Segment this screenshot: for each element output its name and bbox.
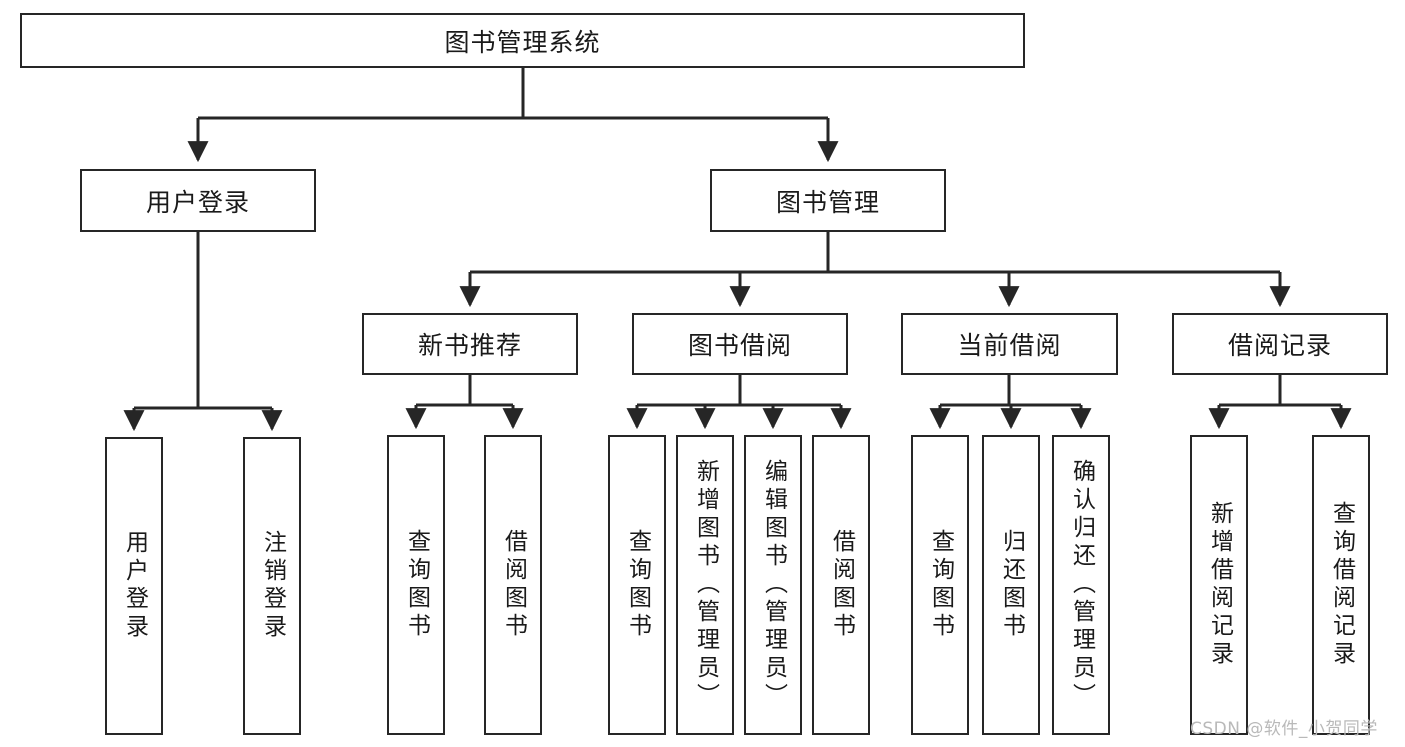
leaf-return-book[interactable]: 归还图书 — [982, 435, 1040, 735]
node-label: 新书推荐 — [417, 331, 522, 360]
node-label: 借阅记录 — [1227, 331, 1332, 360]
leaf-confirm-return-admin[interactable]: 确认归还（管理员） — [1052, 435, 1110, 735]
node-label: 图书借阅 — [687, 331, 792, 360]
node-label: 查询图书 — [927, 529, 954, 641]
leaf-query-book-recommend[interactable]: 查询图书 — [387, 435, 445, 735]
leaf-edit-book-admin[interactable]: 编辑图书（管理员） — [744, 435, 802, 735]
leaf-query-book-current[interactable]: 查询图书 — [911, 435, 969, 735]
node-label: 查询图书 — [403, 529, 430, 641]
leaf-borrow-book[interactable]: 借阅图书 — [812, 435, 870, 735]
node-new-book-recommend[interactable]: 新书推荐 — [362, 313, 578, 375]
node-label: 用户登录 — [121, 530, 148, 642]
leaf-add-book-admin[interactable]: 新增图书（管理员） — [676, 435, 734, 735]
node-borrow-record[interactable]: 借阅记录 — [1172, 313, 1388, 375]
node-user-login[interactable]: 用户登录 — [80, 169, 316, 232]
node-label: 查询借阅记录 — [1328, 501, 1355, 669]
leaf-logout[interactable]: 注销登录 — [243, 437, 301, 735]
node-label: 用户登录 — [145, 187, 250, 217]
node-label: 图书管理系统 — [444, 27, 601, 57]
node-label: 查询图书 — [624, 529, 651, 641]
node-label: 借阅图书 — [828, 529, 855, 641]
node-label: 新增借阅记录 — [1206, 501, 1233, 669]
node-root[interactable]: 图书管理系统 — [20, 13, 1025, 68]
node-book-management[interactable]: 图书管理 — [710, 169, 946, 232]
node-label: 借阅图书 — [500, 529, 527, 641]
node-label: 确认归还（管理员） — [1068, 459, 1095, 711]
csdn-watermark: CSDN @软件_小贺同学 — [1190, 719, 1378, 739]
node-label: 编辑图书（管理员） — [760, 459, 787, 711]
node-label: 新增图书（管理员） — [692, 459, 719, 711]
node-book-borrow[interactable]: 图书借阅 — [632, 313, 848, 375]
node-label: 当前借阅 — [957, 331, 1062, 360]
node-label: 图书管理 — [775, 187, 880, 217]
leaf-query-book-borrow[interactable]: 查询图书 — [608, 435, 666, 735]
node-label: 注销登录 — [259, 530, 286, 642]
node-current-borrow[interactable]: 当前借阅 — [901, 313, 1118, 375]
leaf-user-login[interactable]: 用户登录 — [105, 437, 163, 735]
leaf-borrow-book-recommend[interactable]: 借阅图书 — [484, 435, 542, 735]
node-label: 归还图书 — [998, 529, 1025, 641]
leaf-query-borrow-record[interactable]: 查询借阅记录 — [1312, 435, 1370, 735]
leaf-add-borrow-record[interactable]: 新增借阅记录 — [1190, 435, 1248, 735]
